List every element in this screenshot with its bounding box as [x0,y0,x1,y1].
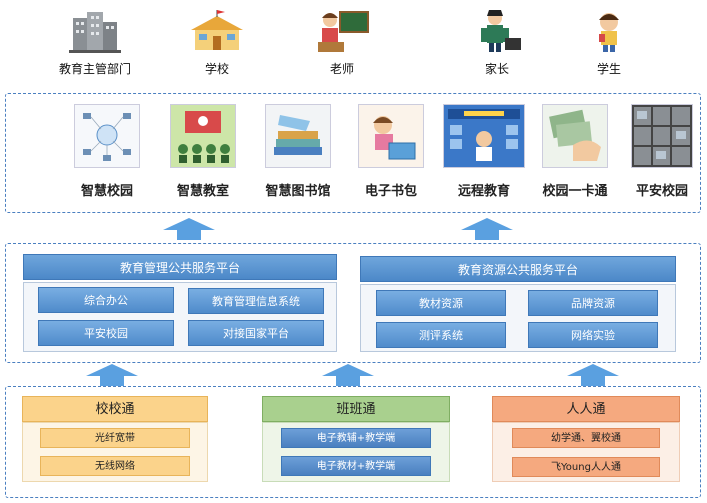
tier-item: 幼学通、翼校通 [512,428,660,448]
user-label: 老师 [329,62,354,76]
teacher-icon [312,8,372,54]
student-icon [579,8,639,54]
tier-item: 电子教辅+教学端 [281,428,431,448]
up-arrow-icon [86,364,138,386]
app-ebook-bag: 电子书包 [348,104,434,199]
app-campus-card: 校园一卡通 [532,104,618,199]
up-arrow-icon [163,218,215,240]
app-distance-education: 远程教育 [432,104,536,199]
smart-classroom-image [170,104,236,168]
school-building-icon [187,8,247,54]
user-school: 学校 [172,8,262,77]
platform-item: 品牌资源 [528,290,658,316]
app-label: 智慧教室 [176,184,229,199]
government-building-icon [65,8,125,54]
tier-xiaoxiaotong-title: 校校通 [22,396,208,422]
user-parent: 家长 [452,8,542,77]
platform-item: 网络实验 [528,322,658,348]
up-arrow-icon [322,364,374,386]
user-label: 教育主管部门 [58,62,131,76]
app-label: 智慧校园 [80,184,133,199]
distance-education-image [443,104,525,168]
safe-campus-image [631,104,693,168]
tier-banbantong-title: 班班通 [262,396,450,422]
app-label: 校园一卡通 [542,184,608,199]
user-teacher: 老师 [297,8,387,77]
tier-renrentong-title: 人人通 [492,396,680,422]
parent-icon [467,8,527,54]
app-label: 远程教育 [457,184,510,199]
smart-library-image [265,104,331,168]
app-label: 平安校园 [635,184,688,199]
platform-item: 教育管理信息系统 [188,288,324,314]
up-arrow-icon [461,218,513,240]
platform-panel [5,243,701,363]
ebook-bag-image [358,104,424,168]
tier-item: 飞Young人人通 [512,457,660,477]
management-platform-title: 教育管理公共服务平台 [23,254,337,280]
infrastructure-panel [5,386,701,498]
app-safe-campus: 平安校园 [622,104,702,199]
app-label: 电子书包 [364,184,417,199]
platform-item: 测评系统 [376,322,506,348]
app-smart-campus: 智慧校园 [64,104,150,199]
user-student: 学生 [564,8,654,77]
tier-item: 电子教材+教学端 [281,456,431,476]
tier-item: 无线网络 [40,456,190,476]
app-smart-classroom: 智慧教室 [160,104,246,199]
tier-item: 光纤宽带 [40,428,190,448]
user-label: 学生 [596,62,621,76]
platform-item: 平安校园 [38,320,174,346]
user-label: 学校 [204,62,229,76]
app-label: 智慧图书馆 [265,184,331,199]
application-panel [5,93,701,213]
resource-platform-title: 教育资源公共服务平台 [360,256,676,282]
user-label: 家长 [484,62,509,76]
platform-item: 综合办公 [38,287,174,313]
platform-item: 对接国家平台 [188,320,324,346]
user-education-authority: 教育主管部门 [50,8,140,77]
up-arrow-icon [567,364,619,386]
campus-card-image [542,104,608,168]
app-smart-library: 智慧图书馆 [255,104,341,199]
platform-item: 教材资源 [376,290,506,316]
smart-campus-image [74,104,140,168]
